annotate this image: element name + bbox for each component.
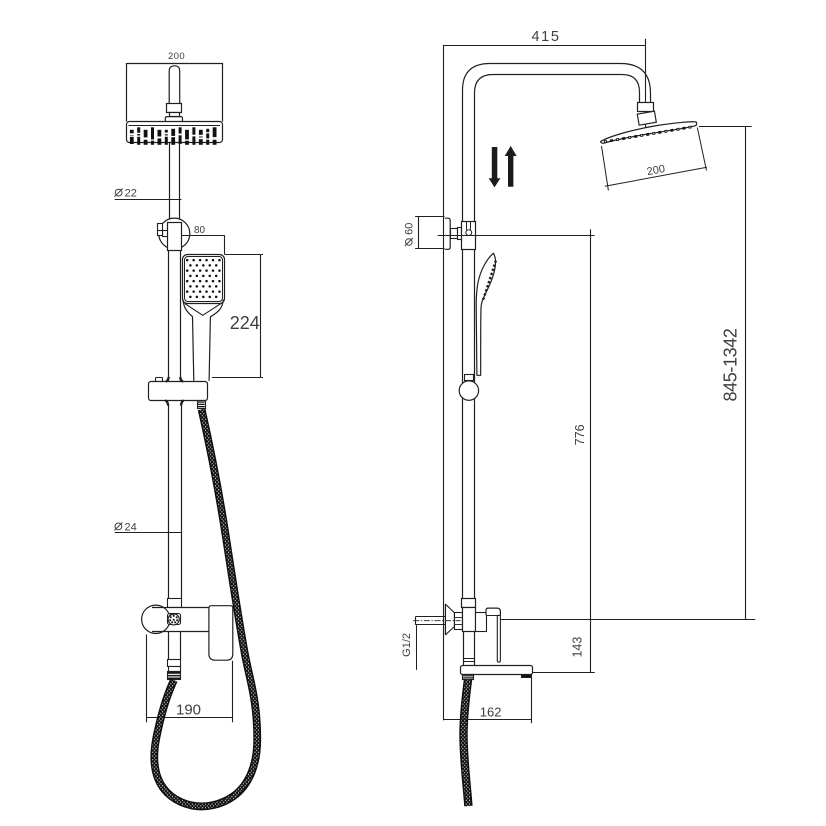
svg-text:162: 162: [480, 704, 502, 719]
svg-text:224: 224: [230, 313, 260, 333]
svg-text:143: 143: [570, 637, 584, 658]
svg-text:200: 200: [646, 163, 666, 178]
svg-text:60: 60: [403, 223, 415, 235]
svg-text:24: 24: [124, 521, 136, 533]
svg-text:845-1342: 845-1342: [721, 328, 741, 401]
svg-text:22: 22: [125, 188, 137, 200]
svg-text:776: 776: [573, 424, 587, 445]
svg-text:80: 80: [194, 225, 206, 236]
svg-text:G1/2: G1/2: [401, 633, 413, 657]
svg-text:190: 190: [176, 702, 201, 719]
svg-text:200: 200: [168, 51, 185, 62]
svg-text:415: 415: [532, 29, 561, 45]
